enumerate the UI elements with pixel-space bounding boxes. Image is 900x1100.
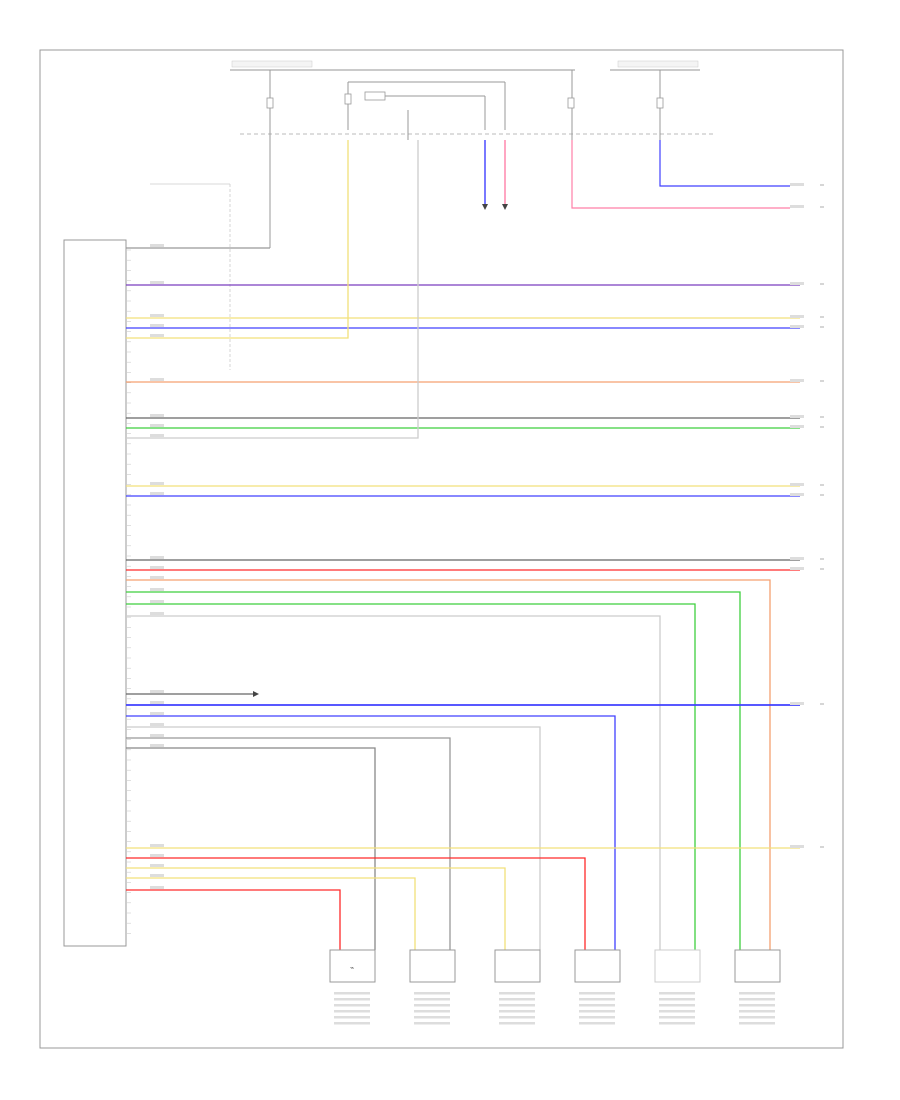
wire-code-stub bbox=[150, 734, 164, 737]
wire-code-stub bbox=[150, 854, 164, 857]
caption-line bbox=[334, 1022, 370, 1025]
module-pin-ticks bbox=[126, 249, 131, 934]
caption-line bbox=[659, 992, 695, 995]
next-page-marker bbox=[790, 483, 804, 486]
component-passenger-seat-belt-buckle bbox=[734, 949, 781, 983]
next-page-marker bbox=[790, 567, 804, 570]
next-page-marker bbox=[790, 493, 804, 496]
caption-line bbox=[334, 1016, 370, 1019]
caption-line bbox=[579, 1022, 615, 1025]
wire-code-stub bbox=[150, 844, 164, 847]
wire-code-stub bbox=[150, 244, 164, 247]
wire-code-stub bbox=[150, 886, 164, 889]
next-page-marker bbox=[790, 845, 804, 848]
wire-code-stub bbox=[150, 492, 164, 495]
next-page-marker bbox=[790, 205, 804, 208]
caption-line bbox=[739, 1022, 775, 1025]
caption-line bbox=[739, 1004, 775, 1007]
caption-line bbox=[414, 1004, 450, 1007]
wire-code-stub bbox=[150, 600, 164, 603]
wire-code-stub bbox=[150, 566, 164, 569]
power-buses bbox=[230, 60, 700, 71]
caption-line bbox=[414, 1022, 450, 1025]
wire-code-stub bbox=[150, 576, 164, 579]
caption-line bbox=[659, 1022, 695, 1025]
wire-code-stub bbox=[150, 690, 164, 693]
wire-code-stub bbox=[150, 556, 164, 559]
wire-code-stub bbox=[150, 281, 164, 284]
next-page-marker bbox=[790, 183, 804, 186]
caption-line bbox=[499, 1004, 535, 1007]
next-page-marker bbox=[790, 702, 804, 705]
next-page-marker bbox=[790, 282, 804, 285]
caption-line bbox=[499, 998, 535, 1001]
wire-code-stub bbox=[150, 414, 164, 417]
wire-code-stub bbox=[150, 378, 164, 381]
caption-line bbox=[414, 1010, 450, 1013]
caption-line bbox=[659, 1016, 695, 1019]
wire-code-stub bbox=[150, 612, 164, 615]
fuse-feeds bbox=[269, 70, 661, 248]
wire-code-stub bbox=[150, 482, 164, 485]
caption-line bbox=[414, 1016, 450, 1019]
caption-line bbox=[334, 998, 370, 1001]
caption-line bbox=[499, 1022, 535, 1025]
caption-line bbox=[579, 1016, 615, 1019]
wire-code-stub bbox=[150, 712, 164, 715]
caption-line bbox=[739, 1016, 775, 1019]
component-passenger-side-airbag bbox=[494, 949, 541, 983]
wire-code-stub bbox=[150, 874, 164, 877]
component-driver-seat-track-sensor bbox=[654, 949, 701, 983]
wire-code-stub bbox=[150, 434, 164, 437]
wire-code-stub bbox=[150, 744, 164, 747]
srs-control-module bbox=[63, 239, 127, 947]
caption-line bbox=[414, 998, 450, 1001]
next-page-marker bbox=[790, 325, 804, 328]
next-page-marker bbox=[790, 315, 804, 318]
wire-color-code-labels bbox=[150, 244, 164, 889]
caption-line bbox=[659, 998, 695, 1001]
caption-line bbox=[334, 1010, 370, 1013]
caption-line bbox=[579, 1010, 615, 1013]
next-page-marker bbox=[790, 415, 804, 418]
caption-line bbox=[579, 1004, 615, 1007]
next-page-marker bbox=[790, 425, 804, 428]
to-next-page-markers bbox=[790, 183, 824, 848]
caption-line bbox=[739, 992, 775, 995]
caption-line bbox=[579, 992, 615, 995]
next-page-marker bbox=[790, 379, 804, 382]
horizontal-wires bbox=[126, 140, 800, 950]
wire-code-stub bbox=[150, 424, 164, 427]
wire-code-stub bbox=[150, 723, 164, 726]
caption-line bbox=[414, 992, 450, 995]
caption-line bbox=[659, 1010, 695, 1013]
caption-line bbox=[334, 1004, 370, 1007]
wire-code-stub bbox=[150, 334, 164, 337]
caption-line bbox=[739, 998, 775, 1001]
caption-line bbox=[579, 998, 615, 1001]
caption-line bbox=[499, 992, 535, 995]
fuse-symbols bbox=[266, 91, 664, 109]
wire-code-stub bbox=[150, 701, 164, 704]
caption-line bbox=[334, 992, 370, 995]
component-driver-seat-belt-pretensioner bbox=[574, 949, 621, 983]
component-caption-placeholders bbox=[334, 992, 775, 1025]
wire-code-stub bbox=[150, 588, 164, 591]
component-passenger-seat-weight-sensor: ⌁ bbox=[329, 949, 376, 983]
caption-line bbox=[739, 1010, 775, 1013]
diagram-border bbox=[39, 49, 844, 1049]
wire-code-stub bbox=[150, 314, 164, 317]
wire-code-stub bbox=[150, 324, 164, 327]
caption-line bbox=[499, 1016, 535, 1019]
caption-line bbox=[659, 1004, 695, 1007]
light-bulb-icon: ⌁ bbox=[350, 964, 354, 972]
caption-line bbox=[499, 1010, 535, 1013]
wire-code-stub bbox=[150, 864, 164, 867]
next-page-marker bbox=[790, 557, 804, 560]
component-driver-side-airbag bbox=[409, 949, 456, 983]
